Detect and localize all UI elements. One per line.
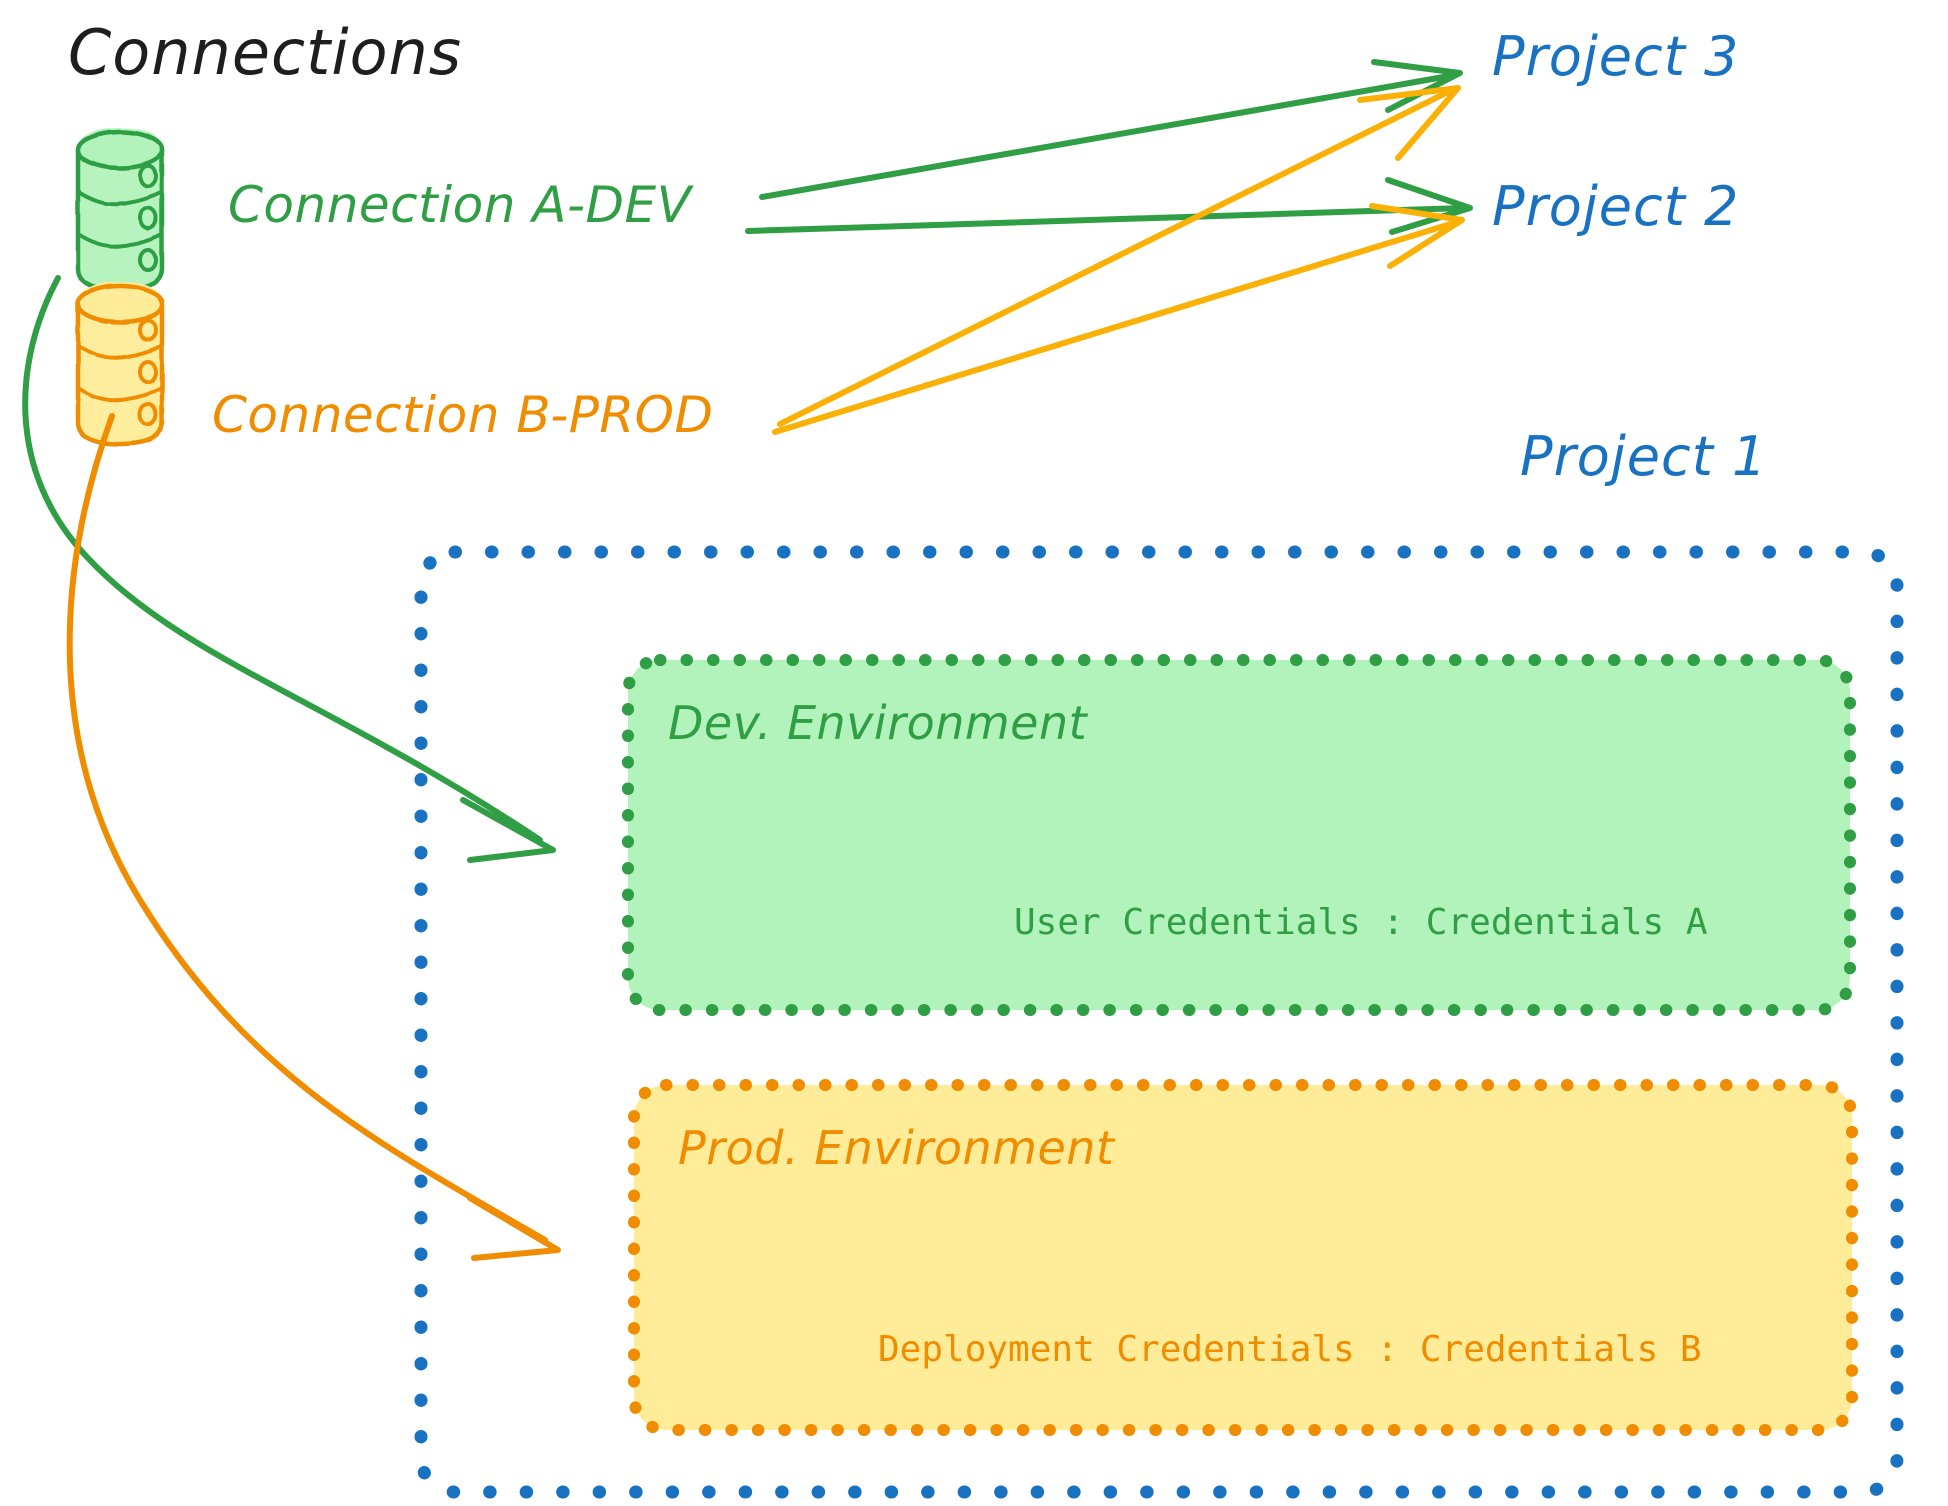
project-label-2[interactable]: Project 2 — [1492, 175, 1740, 238]
project-label-1[interactable]: Project 1 — [1520, 425, 1768, 488]
arrow-conn-b-to-prod-environment — [66, 413, 561, 1261]
connection-label-a-dev[interactable]: Connection A-DEV — [228, 176, 692, 234]
arrow-conn-b-to-project-2 — [772, 203, 1465, 435]
arrow-conn-a-to-project-3 — [759, 59, 1463, 200]
arrow-conn-a-to-dev-environment — [22, 275, 556, 863]
arrow-conn-a-to-project-2 — [745, 177, 1473, 235]
prod-environment-box — [628, 1079, 1858, 1436]
dev-environment-credentials: User Credentials : Credentials A — [1014, 902, 1708, 943]
prod-environment-credentials: Deployment Credentials : Credentials B — [878, 1329, 1702, 1370]
arrow-conn-b-to-project-3 — [777, 85, 1461, 427]
dev-environment-title: Dev. Environment — [668, 696, 1088, 750]
project-1-boundary-box — [414, 545, 1904, 1499]
prod-environment-title: Prod. Environment — [678, 1121, 1115, 1175]
project-label-3[interactable]: Project 3 — [1492, 25, 1740, 88]
database-cylinder-icon-green — [75, 128, 165, 293]
database-cylinder-icon-orange — [75, 282, 165, 447]
page-title: Connections — [68, 16, 463, 89]
connection-label-b-prod[interactable]: Connection B-PROD — [212, 386, 714, 444]
dev-environment-box — [622, 654, 1856, 1016]
